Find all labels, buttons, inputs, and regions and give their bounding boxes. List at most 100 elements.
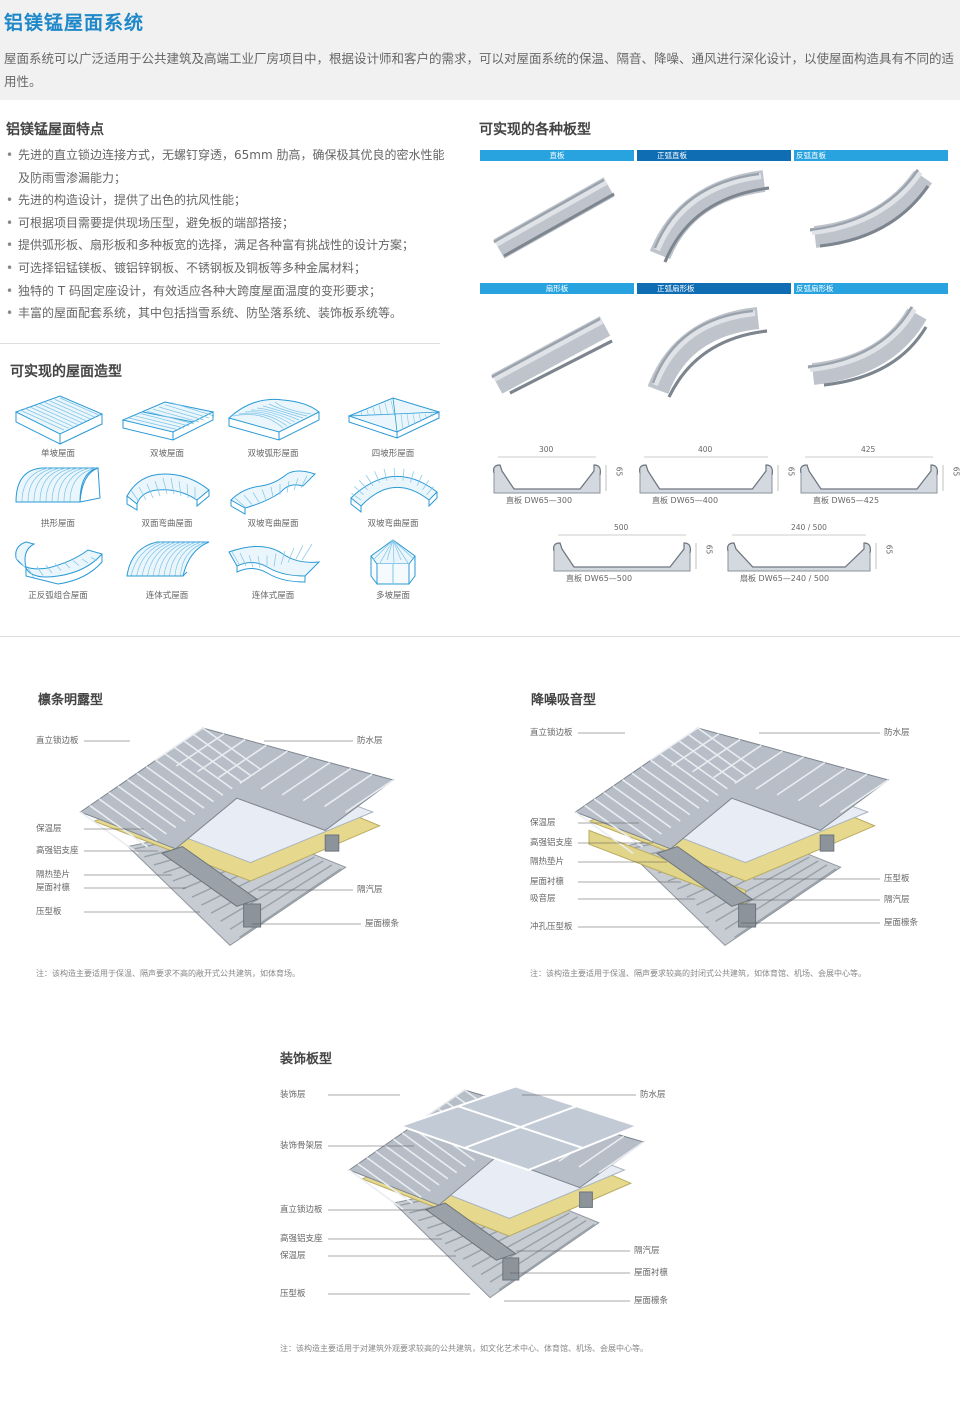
panel-image	[798, 164, 948, 274]
page-title: 铝镁锰屋面系统	[4, 12, 145, 34]
diagram-title: 檩条明露型	[38, 693, 104, 708]
feature-item: 先进的直立锁边连接方式，无螺钉穿透，65mm 肋高，确保极其优良的密水性能及防雨…	[6, 144, 446, 189]
features-title: 铝镁锰屋面特点	[6, 122, 104, 138]
roof-shape: 单坡屋面	[3, 390, 113, 459]
panel-image	[484, 164, 634, 274]
roof-shape-label: 连体式屋面	[145, 591, 189, 601]
roof-shape-icon	[230, 470, 316, 515]
panel-icon	[491, 316, 613, 395]
callout-left: 装饰骨架层	[280, 1141, 323, 1151]
profile-height: 65	[614, 466, 624, 477]
roof-shape: 多坡屋面	[338, 532, 448, 601]
panel-type-bar: 直板	[480, 150, 634, 161]
panel-type-bar: 正弧直板	[637, 150, 791, 161]
profile-height: 65	[704, 544, 714, 555]
roof-shape-label: 双坡弯曲屋面	[247, 519, 299, 529]
feature-item: 可选择铝锰镁板、镀铝锌钢板、不锈钢板及铜板等多种金属材料；	[6, 257, 446, 280]
profile-caption: 扇板 DW65—240 / 500	[740, 574, 830, 583]
callout-left: 冲孔压型板	[530, 922, 573, 932]
panel-icon	[809, 169, 933, 248]
feature-item: 先进的构造设计，提供了出色的抗风性能；	[6, 189, 446, 212]
roof-shape-icon	[347, 397, 441, 439]
profile-width: 400	[698, 445, 713, 454]
roof-shape: 正反弧组合屋面	[3, 532, 113, 601]
callout-left: 高强铝支座	[36, 846, 79, 856]
roof-shape: 双坡屋面	[112, 390, 222, 459]
callout-left: 直立锁边板	[280, 1205, 323, 1215]
callout-left: 隔热垫片	[36, 870, 71, 880]
callout-left: 直立锁边板	[530, 728, 573, 738]
roof-shape-icon	[370, 539, 416, 585]
panel-icon	[807, 306, 928, 387]
roof-shape-icon	[121, 401, 215, 441]
roof-layer-diagram	[348, 1085, 645, 1299]
diagram-note: 注：该构造主要适用于保温、隔声要求不高的敞开式公共建筑，如体育场。	[36, 969, 300, 978]
callout-right: 压型板	[884, 874, 910, 884]
diagram-title: 降噪吸音型	[531, 693, 597, 708]
profile-caption: 直板 DW65—400	[652, 496, 719, 505]
roof-shape-icon	[15, 467, 101, 503]
header: 铝镁锰屋面系统 屋面系统可以广泛适用于公共建筑及高端工业厂房项目中，根据设计师和…	[0, 0, 960, 100]
panel-image	[641, 297, 791, 407]
roof-shape-label: 正反弧组合屋面	[28, 591, 88, 601]
callout-right: 屋面檩条	[634, 1296, 669, 1306]
callout-left: 保温层	[280, 1251, 306, 1261]
callout-right: 隔汽层	[357, 885, 383, 895]
profile-caption: 直板 DW65—500	[566, 574, 633, 583]
roof-layer-diagram	[574, 727, 890, 947]
roof-layer-diagram	[79, 727, 395, 947]
callout-left: 直立锁边板	[36, 736, 79, 746]
profile-caption: 直板 DW65—300	[506, 496, 573, 505]
roof-shape-label: 多坡屋面	[375, 591, 410, 601]
roof-shape: 双坡弧形屋面	[218, 390, 328, 459]
roof-shape-icon	[228, 543, 321, 583]
callout-left: 高强铝支座	[280, 1234, 323, 1244]
diagram-note: 注：该构造主要适用于对建筑外观要求较高的公共建筑，如文化艺术中心、体育馆、机场、…	[280, 1344, 648, 1353]
roof-shape-icon	[14, 395, 104, 445]
callout-right: 屋面衬檩	[634, 1268, 669, 1278]
diagram-note: 注：该构造主要适用于保温、隔声要求较高的封闭式公共建筑，如体育馆、机场、会展中心…	[530, 969, 866, 978]
roof-shape-label: 四坡形屋面	[371, 449, 415, 459]
panel-image	[641, 164, 791, 274]
profile-height: 65	[786, 466, 796, 477]
roof-shape-label: 连体式屋面	[251, 591, 295, 601]
callout-right: 防水层	[884, 728, 910, 738]
roof-shape-label: 双坡弧形屋面	[247, 449, 299, 459]
profile-height: 65	[884, 544, 894, 555]
roof-shape-label: 双坡弯曲屋面	[367, 519, 419, 529]
roof-shape: 连体式屋面	[112, 532, 222, 601]
roof-shape: 拱形屋面	[3, 460, 113, 529]
callout-right: 屋面檩条	[884, 918, 919, 928]
profile-drawing	[493, 456, 607, 494]
panel-image	[484, 297, 634, 407]
feature-item: 独特的 T 码固定座设计，有效适应各种大跨度屋面温度的变形要求；	[6, 280, 446, 303]
divider	[0, 343, 440, 344]
callout-left: 吸音层	[530, 894, 556, 904]
feature-item: 提供弧形板、扇形板和多种板宽的选择，满足各种富有挑战性的设计方案；	[6, 234, 446, 257]
profile-height: 65	[951, 466, 960, 477]
roof-shape-icon	[227, 398, 320, 441]
profile-width: 500	[614, 523, 629, 532]
callout-left: 屋面衬檩	[530, 877, 565, 887]
roof-shape-label: 拱形屋面	[40, 519, 75, 529]
callout-left: 保温层	[530, 818, 556, 828]
roof-shape: 连体式屋面	[218, 532, 328, 601]
roof-shape-icon	[350, 467, 438, 514]
profile-width: 300	[539, 445, 554, 454]
callout-right: 屋面檩条	[365, 919, 400, 929]
roof-shape-label: 双面弯曲屋面	[141, 519, 193, 529]
callout-left: 保温层	[36, 824, 62, 834]
callout-left: 高强铝支座	[530, 838, 573, 848]
intro-text: 屋面系统可以广泛适用于公共建筑及高端工业厂房项目中，根据设计师和客户的需求，可以…	[4, 51, 955, 89]
profile-drawing	[639, 456, 779, 494]
callout-right: 隔汽层	[634, 1246, 660, 1256]
roof-shape-label: 双坡屋面	[149, 449, 184, 459]
panel-type-bar: 反弧直板	[794, 150, 948, 161]
panel-type-bar: 反弧扇形板	[794, 283, 948, 294]
panel-icon	[649, 170, 770, 263]
profile-drawing	[553, 534, 697, 572]
divider	[0, 636, 960, 637]
callout-left: 装饰层	[280, 1090, 306, 1100]
panel-icon	[647, 307, 768, 398]
